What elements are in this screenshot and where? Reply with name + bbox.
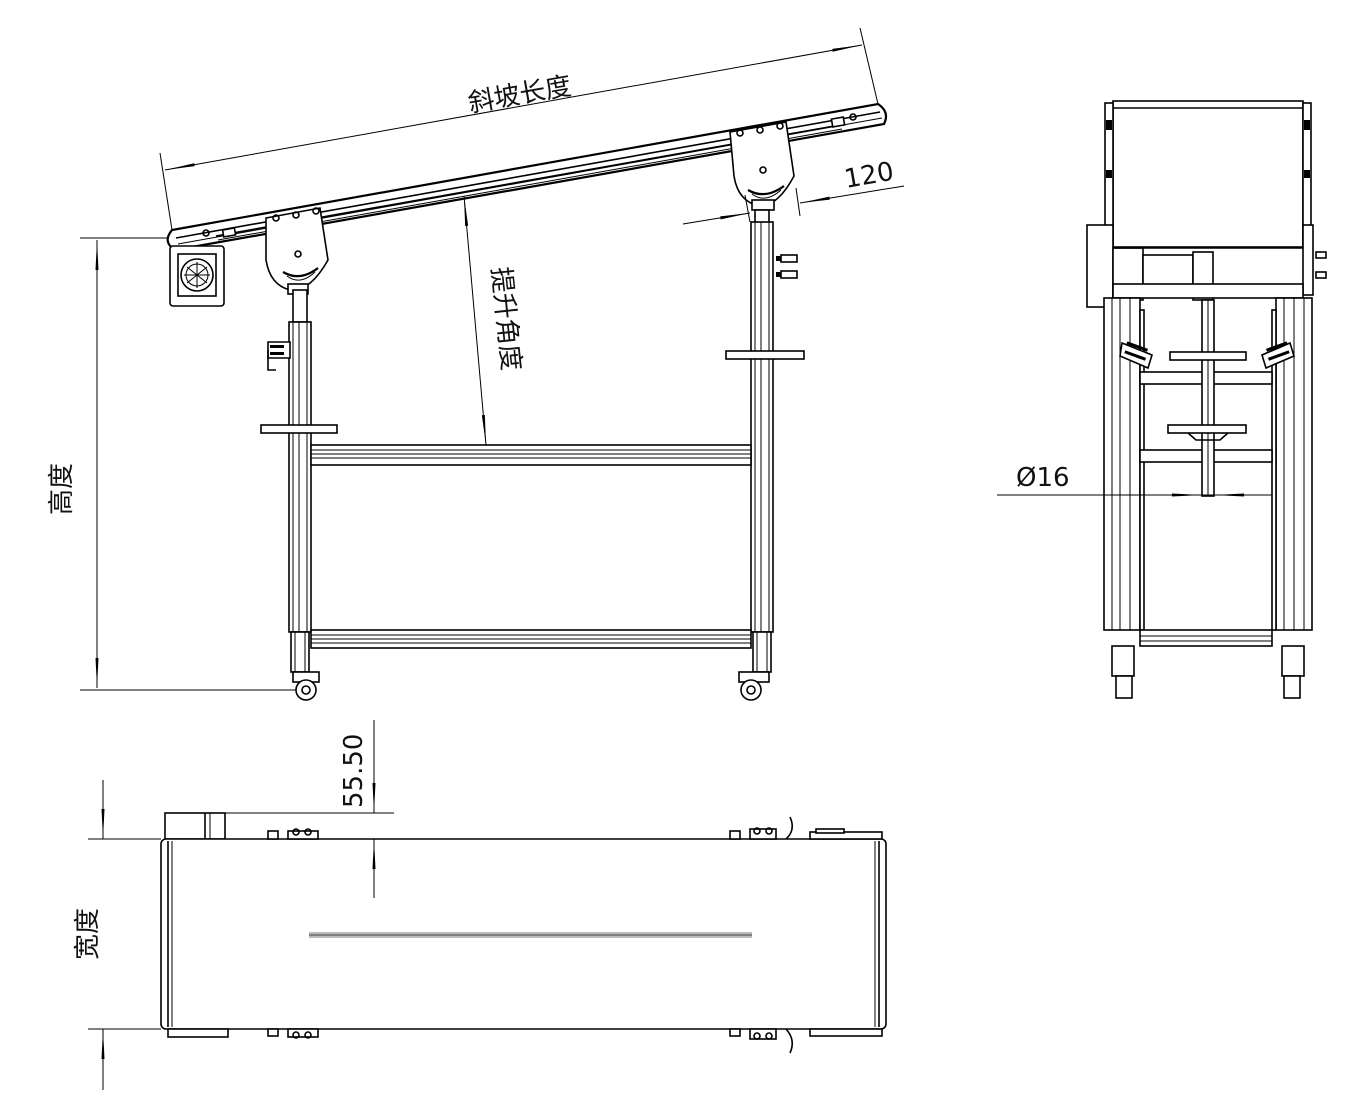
diameter-16-dimension: Ø16 — [997, 463, 1272, 497]
width-dimension: 宽度 — [73, 780, 161, 1090]
end-view: Ø16 — [997, 100, 1327, 699]
top-view: 宽度 55.50 — [73, 720, 887, 1090]
side-view: 斜坡长度 120 提升角度 高度 — [47, 27, 905, 701]
right-bracket — [729, 121, 795, 211]
slope-length-label: 斜坡长度 — [466, 71, 574, 119]
motor — [169, 245, 225, 307]
right-leg — [725, 209, 805, 701]
diameter-16-label: Ø16 — [1016, 463, 1070, 493]
left-bracket — [265, 207, 329, 295]
left-leg — [260, 289, 338, 701]
dimension-120: 120 — [682, 157, 905, 225]
lift-angle-label: 提升角度 — [485, 266, 526, 373]
dimension-120-label: 120 — [842, 157, 896, 195]
lift-angle-dimension: 提升角度 — [463, 195, 526, 446]
width-label: 宽度 — [73, 908, 103, 960]
height-dimension: 高度 — [47, 237, 296, 691]
dimension-55-50-label: 55.50 — [339, 734, 369, 808]
height-label: 高度 — [47, 463, 77, 515]
cross-rails — [310, 444, 752, 649]
dimension-55-50: 55.50 — [225, 720, 394, 898]
